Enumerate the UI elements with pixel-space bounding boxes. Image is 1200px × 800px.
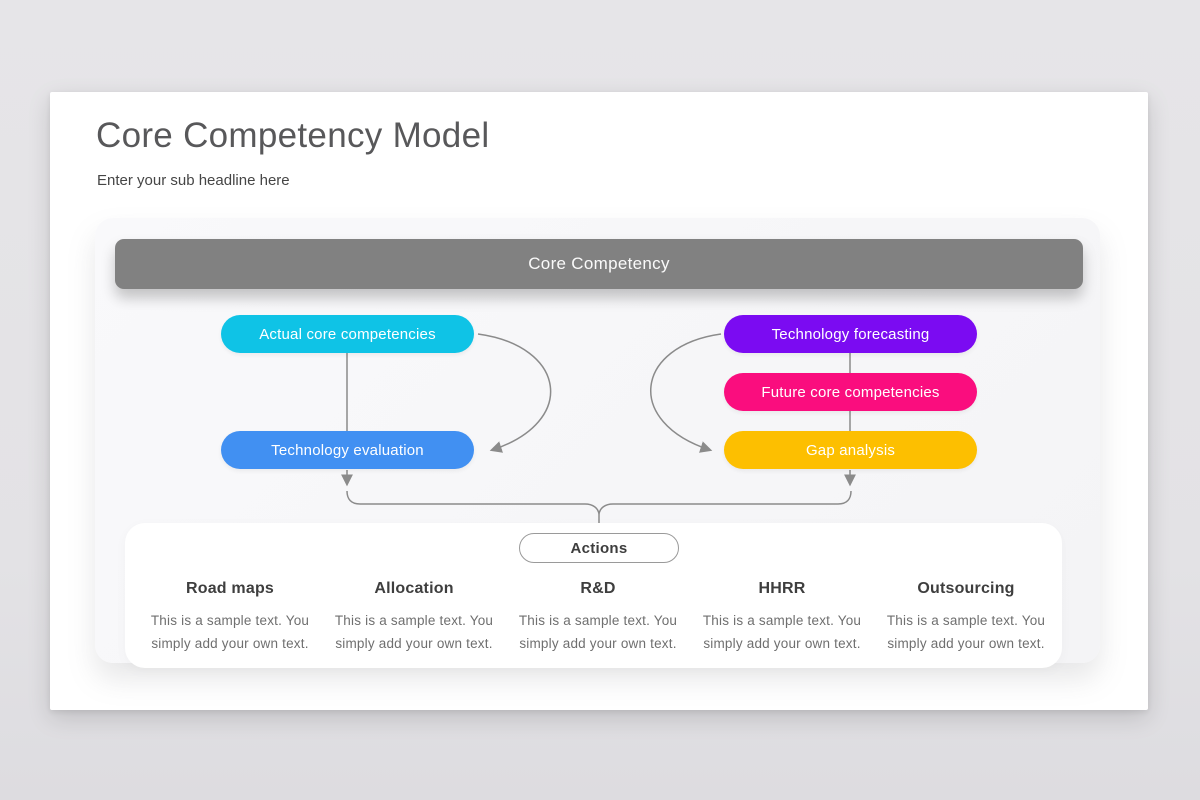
action-text: This is a sample text. You simply add yo… xyxy=(702,613,862,651)
page-subtitle: Enter your sub headline here xyxy=(97,172,290,189)
action-title: Outsourcing xyxy=(917,580,1015,597)
node-actual-core-competencies[interactable]: Actual core competencies xyxy=(221,315,474,353)
node-technology-evaluation[interactable]: Technology evaluation xyxy=(221,431,474,469)
action-title: Allocation xyxy=(374,580,454,597)
actions-pill[interactable]: Actions xyxy=(519,533,679,563)
core-competency-header-label: Core Competency xyxy=(528,254,670,273)
action-title: Road maps xyxy=(185,580,275,597)
page-title: Core Competency Model xyxy=(96,116,490,155)
node-gap-analysis[interactable]: Gap analysis xyxy=(724,431,977,469)
node-label: Future core competencies xyxy=(761,383,940,401)
core-competency-header[interactable]: Core Competency xyxy=(115,239,1083,289)
actions-pill-label: Actions xyxy=(570,539,628,557)
action-text: This is a sample text. You simply add yo… xyxy=(518,613,678,651)
node-technology-forecasting[interactable]: Technology forecasting xyxy=(724,315,977,353)
actions-columns: Road maps This is a sample text. You sim… xyxy=(138,580,1058,655)
node-future-core-competencies[interactable]: Future core competencies xyxy=(724,373,977,411)
node-label: Actual core competencies xyxy=(259,325,436,343)
node-label: Technology forecasting xyxy=(771,325,930,343)
action-text: This is a sample text. You simply add yo… xyxy=(334,613,494,651)
action-text: This is a sample text. You simply add yo… xyxy=(150,613,310,651)
node-label: Technology evaluation xyxy=(271,441,424,459)
action-column-hhrr: HHRR This is a sample text. You simply a… xyxy=(690,580,874,655)
action-column-road-maps: Road maps This is a sample text. You sim… xyxy=(138,580,322,655)
action-column-outsourcing: Outsourcing This is a sample text. You s… xyxy=(874,580,1058,655)
action-column-rd: R&D This is a sample text. You simply ad… xyxy=(506,580,690,655)
action-title: R&D xyxy=(580,580,616,597)
action-title: HHRR xyxy=(758,580,806,597)
node-label: Gap analysis xyxy=(805,441,896,459)
action-text: This is a sample text. You simply add yo… xyxy=(886,613,1046,651)
action-column-allocation: Allocation This is a sample text. You si… xyxy=(322,580,506,655)
